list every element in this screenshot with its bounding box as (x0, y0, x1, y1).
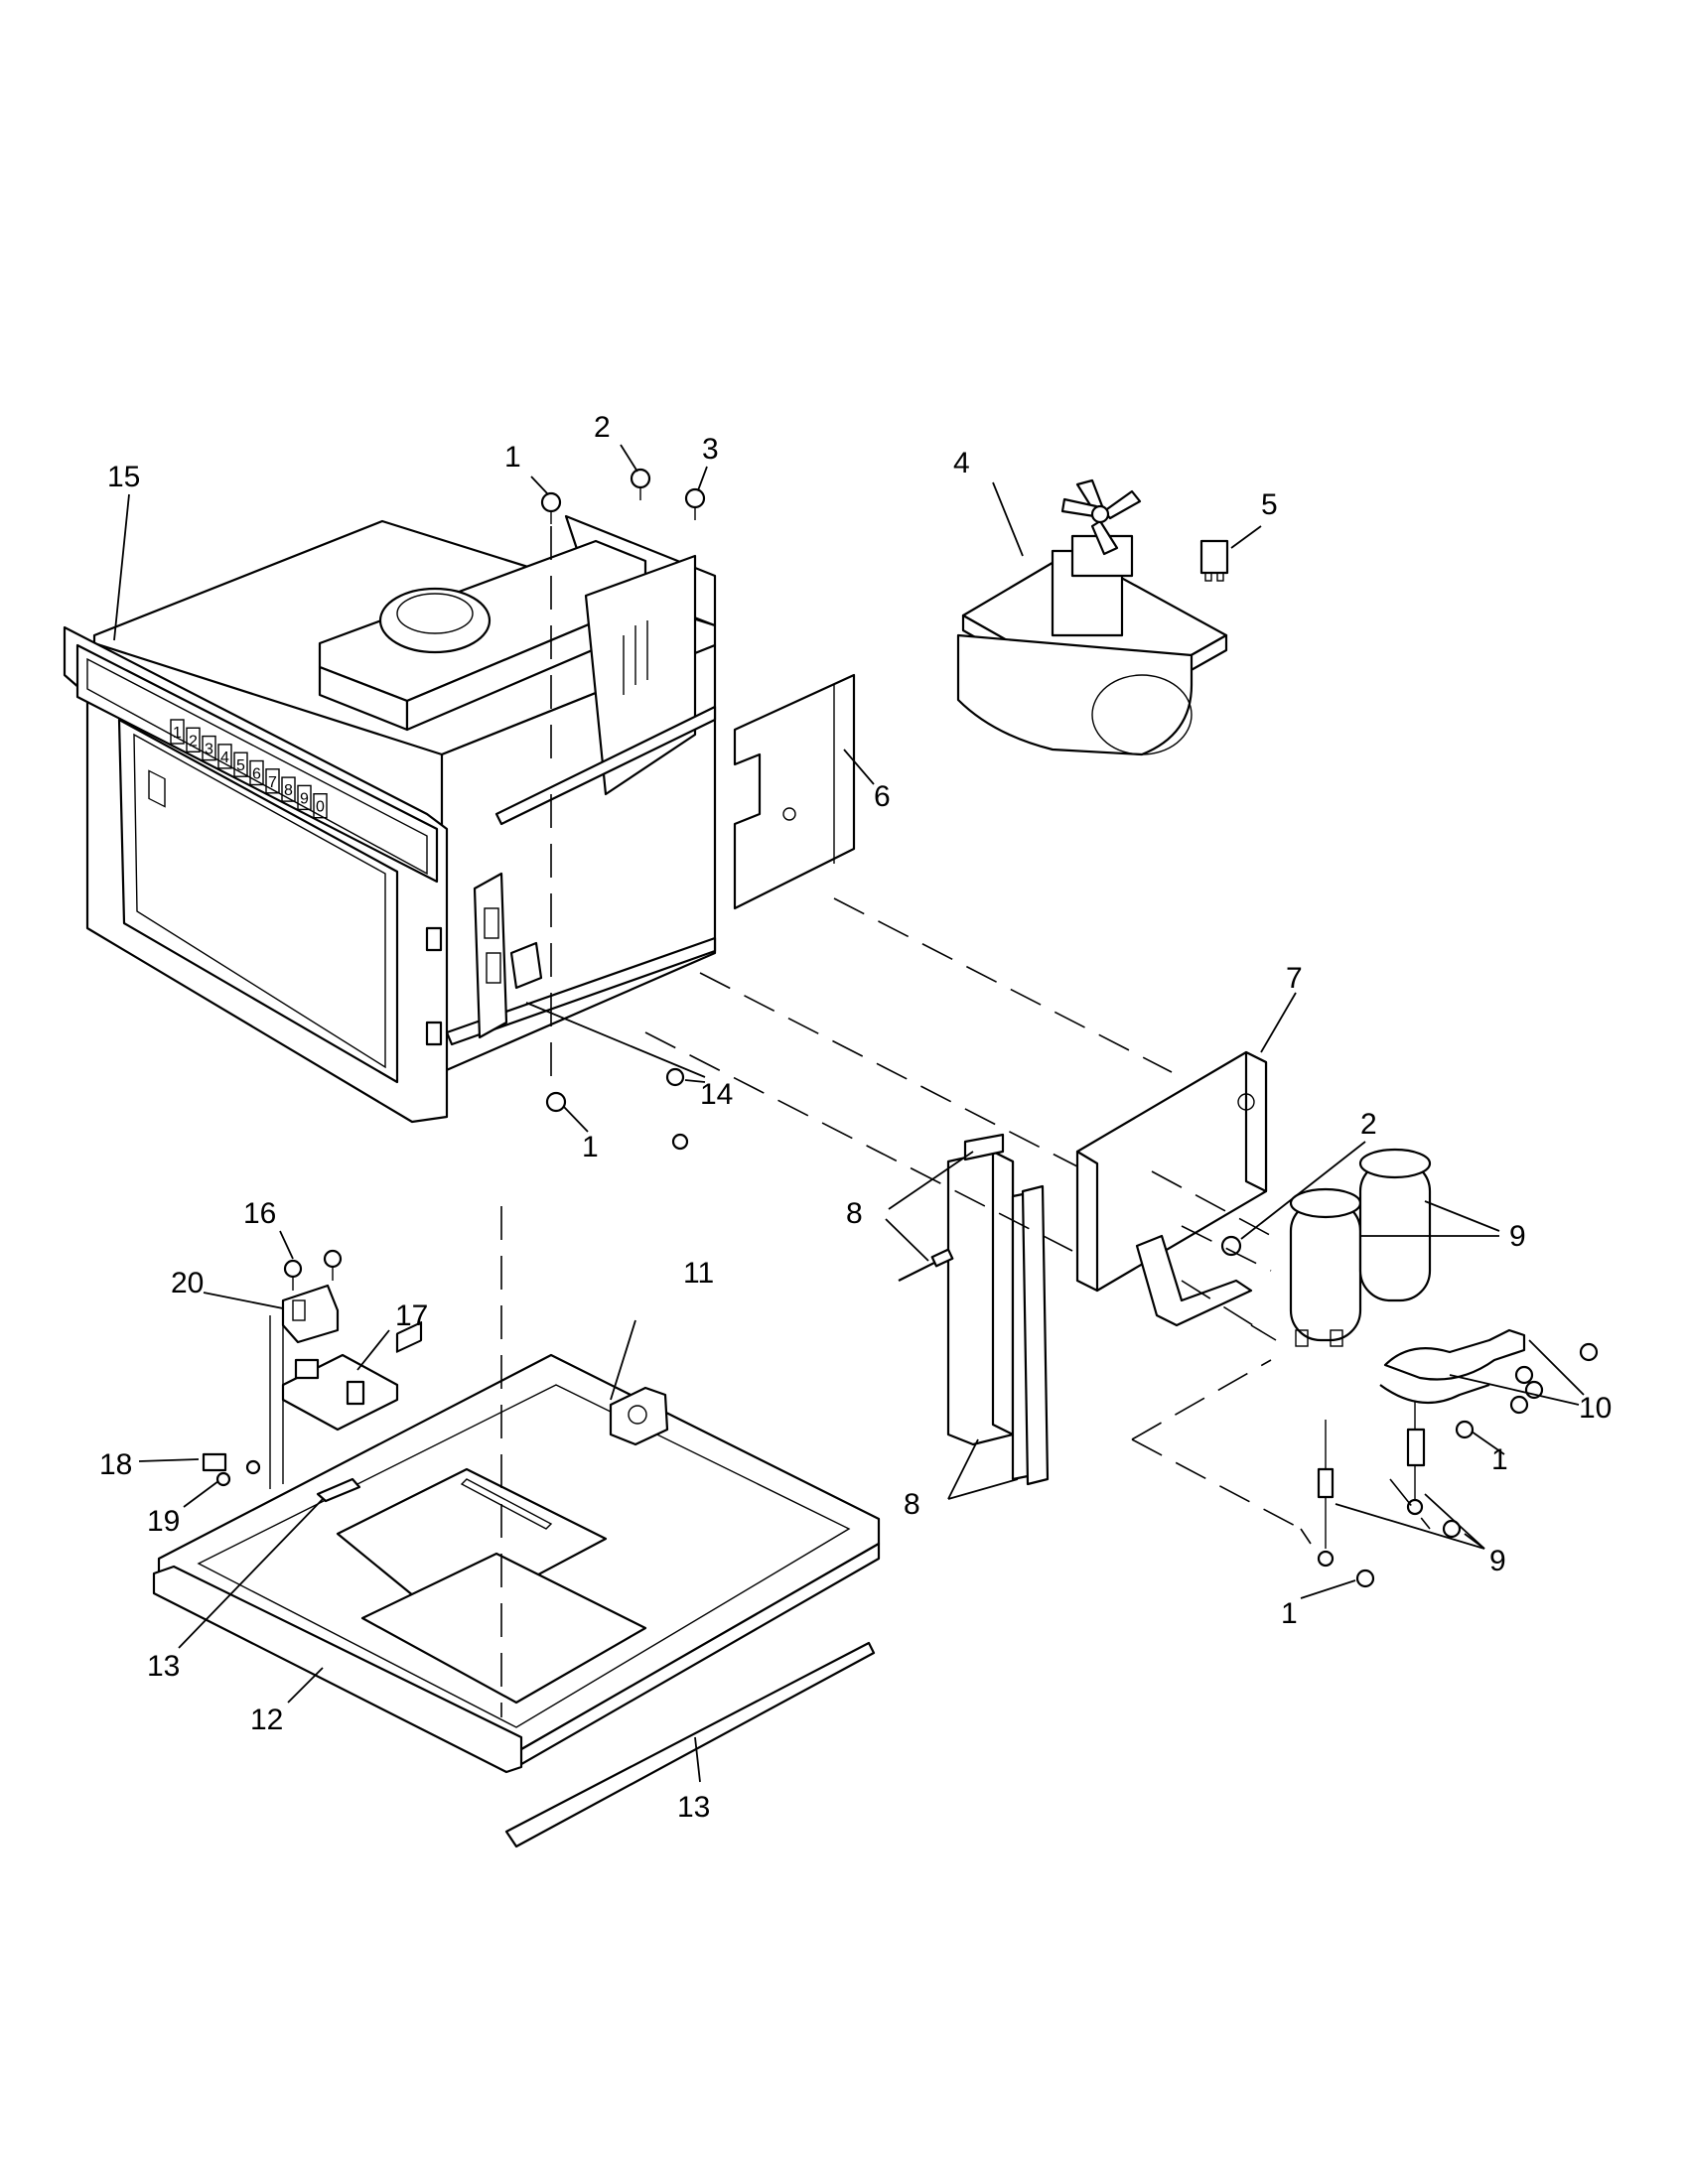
keypad-key (249, 759, 264, 786)
keypad-key-label: 7 (268, 774, 277, 791)
keypad-key-label: 3 (205, 742, 213, 758)
callout: 5 (1261, 488, 1278, 521)
capacitor-clamps (1379, 1328, 1526, 1405)
callout: 1 (1491, 1443, 1508, 1476)
control-board-items (202, 1249, 399, 1489)
callout: 4 (953, 447, 970, 479)
hv-diodes (1317, 1390, 1426, 1568)
keypad-key (265, 768, 280, 794)
callout: 1 (1281, 1597, 1298, 1630)
callout: 13 (677, 1791, 710, 1824)
callout: 8 (846, 1197, 863, 1230)
keypad-key (202, 735, 216, 761)
callout: 1 (582, 1131, 599, 1163)
keypad-key (186, 727, 201, 752)
callout: 15 (107, 461, 140, 493)
callout: 2 (594, 411, 611, 444)
keypad-key (313, 793, 328, 819)
keypad-key-label: 8 (284, 782, 293, 799)
door-interlock-assembly (473, 872, 543, 1039)
keypad-key-label: 1 (173, 725, 182, 742)
keypad-key-label: 4 (220, 750, 229, 766)
high-voltage-transformer (946, 1133, 1050, 1486)
screws (540, 468, 1599, 1588)
callout: 14 (700, 1078, 733, 1111)
hv-fuse (898, 1248, 954, 1282)
keypad-key (297, 784, 312, 811)
high-voltage-capacitors (1289, 1148, 1432, 1347)
keypad-key-label: 5 (236, 757, 245, 774)
assembly-lines (500, 526, 1431, 1717)
keypad-key (217, 744, 232, 769)
callout: 18 (99, 1448, 132, 1481)
leader-lines (113, 444, 1585, 1783)
callout: 20 (171, 1267, 204, 1299)
callout: 13 (147, 1650, 180, 1683)
callout: 6 (874, 780, 891, 813)
small-seal (316, 1477, 361, 1503)
keypad-key-label: 6 (252, 766, 261, 783)
capacitor-mounting-bracket (1075, 1050, 1268, 1327)
callout: 12 (250, 1704, 283, 1736)
callout: 10 (1579, 1392, 1612, 1425)
callout: 1 (504, 441, 521, 474)
keypad-key (233, 751, 248, 777)
callout: 11 (683, 1257, 714, 1290)
callout: 17 (395, 1299, 428, 1332)
keypad-key-label: 2 (189, 733, 198, 750)
callout: 8 (904, 1488, 920, 1521)
keypad-key (170, 719, 185, 745)
sealing-strip (504, 1641, 876, 1848)
base-plate (152, 1321, 881, 1774)
callout: 19 (147, 1505, 180, 1538)
callout: 9 (1509, 1220, 1526, 1253)
callout: 2 (1360, 1108, 1377, 1141)
fan-motor-assembly (956, 478, 1228, 756)
keypad-key-label: 9 (300, 790, 309, 807)
air-guide-panel (733, 673, 856, 910)
thermal-switch (1199, 539, 1229, 582)
callout: 9 (1489, 1545, 1506, 1577)
callout-labels: 1 2 3 4 5 6 7 15 14 1 2 9 8 16 11 20 17 … (99, 411, 1612, 1824)
keypad-key-label: 0 (316, 799, 325, 816)
callout: 16 (243, 1197, 276, 1230)
callout: 7 (1286, 962, 1303, 995)
keypad-key (281, 776, 296, 802)
callout: 3 (702, 433, 719, 466)
